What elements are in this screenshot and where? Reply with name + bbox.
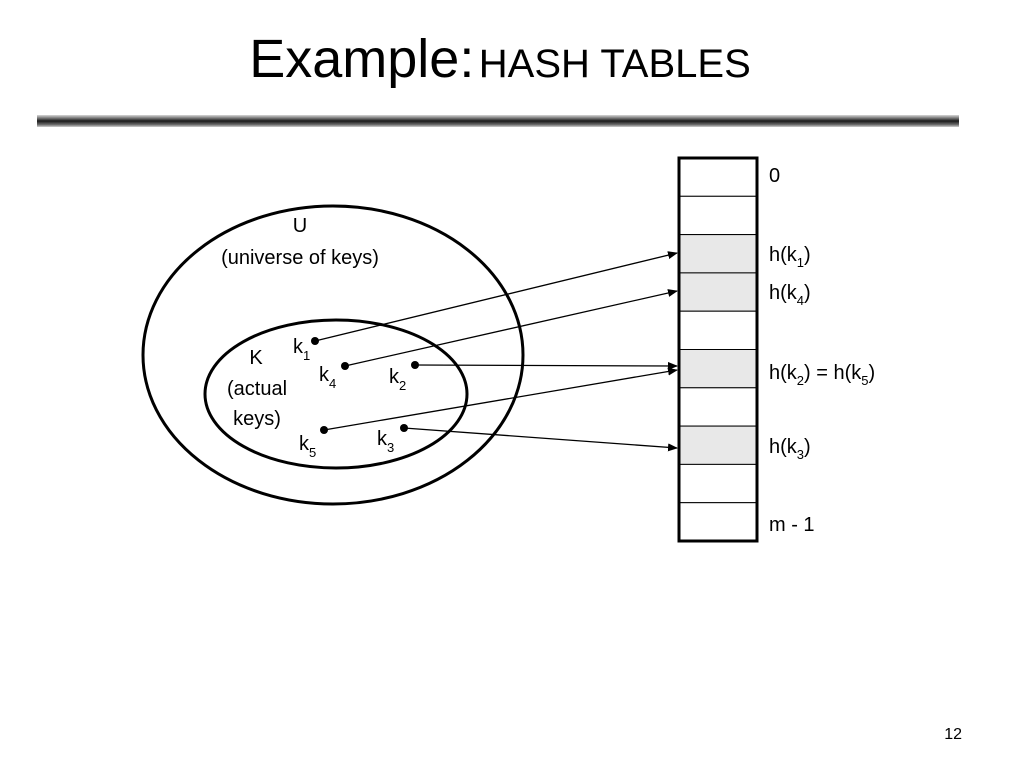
actual-keys-desc-1: (actual	[227, 378, 287, 400]
slot-label-h-k2-k5: h(k2) = h(k5)	[769, 362, 875, 388]
table-slot	[678, 502, 758, 542]
actual-keys-ellipse	[203, 318, 469, 470]
hash-table	[677, 156, 759, 543]
universe-desc: (universe of keys)	[221, 247, 379, 269]
universe-ellipse	[141, 204, 525, 506]
arrow-k3-to-slot	[403, 427, 678, 452]
key-label-k4: k4	[319, 364, 336, 391]
table-slot-filled	[678, 349, 758, 389]
table-slot	[678, 387, 758, 427]
universe-label: U	[293, 215, 307, 237]
slide-title: Example: HASH TABLES	[0, 28, 1000, 90]
slot-label-last: m - 1	[769, 514, 815, 536]
title-sub: HASH TABLES	[478, 42, 751, 86]
title-main: Example:	[249, 29, 475, 89]
key-label-k3: k3	[377, 428, 394, 455]
table-slot	[678, 463, 758, 504]
page-number: 12	[944, 726, 962, 743]
arrow-k5-to-slot	[323, 367, 678, 431]
table-slot	[678, 157, 758, 197]
table-slot-filled	[678, 272, 758, 312]
arrow-k1-to-slot	[314, 251, 678, 342]
slot-label-h-k4: h(k4)	[769, 282, 811, 308]
actual-keys-desc-2: keys)	[233, 408, 281, 430]
slot-label-h-k3: h(k3)	[769, 436, 811, 462]
arrow-k2-to-slot	[414, 361, 678, 370]
title-divider	[37, 115, 959, 127]
arrow-k4-to-slot	[344, 289, 678, 367]
table-slot-filled	[678, 234, 758, 274]
slot-label-zero: 0	[769, 165, 780, 187]
table-slot-filled	[678, 425, 758, 465]
table-slot	[678, 310, 758, 351]
actual-keys-label: K	[249, 347, 263, 369]
slot-label-h-k1: h(k1)	[769, 244, 811, 270]
table-outline	[677, 156, 759, 543]
key-label-k5: k5	[299, 433, 316, 460]
key-label-k2: k2	[389, 366, 406, 393]
key-label-k1: k1	[293, 336, 310, 363]
table-slot	[678, 195, 758, 236]
